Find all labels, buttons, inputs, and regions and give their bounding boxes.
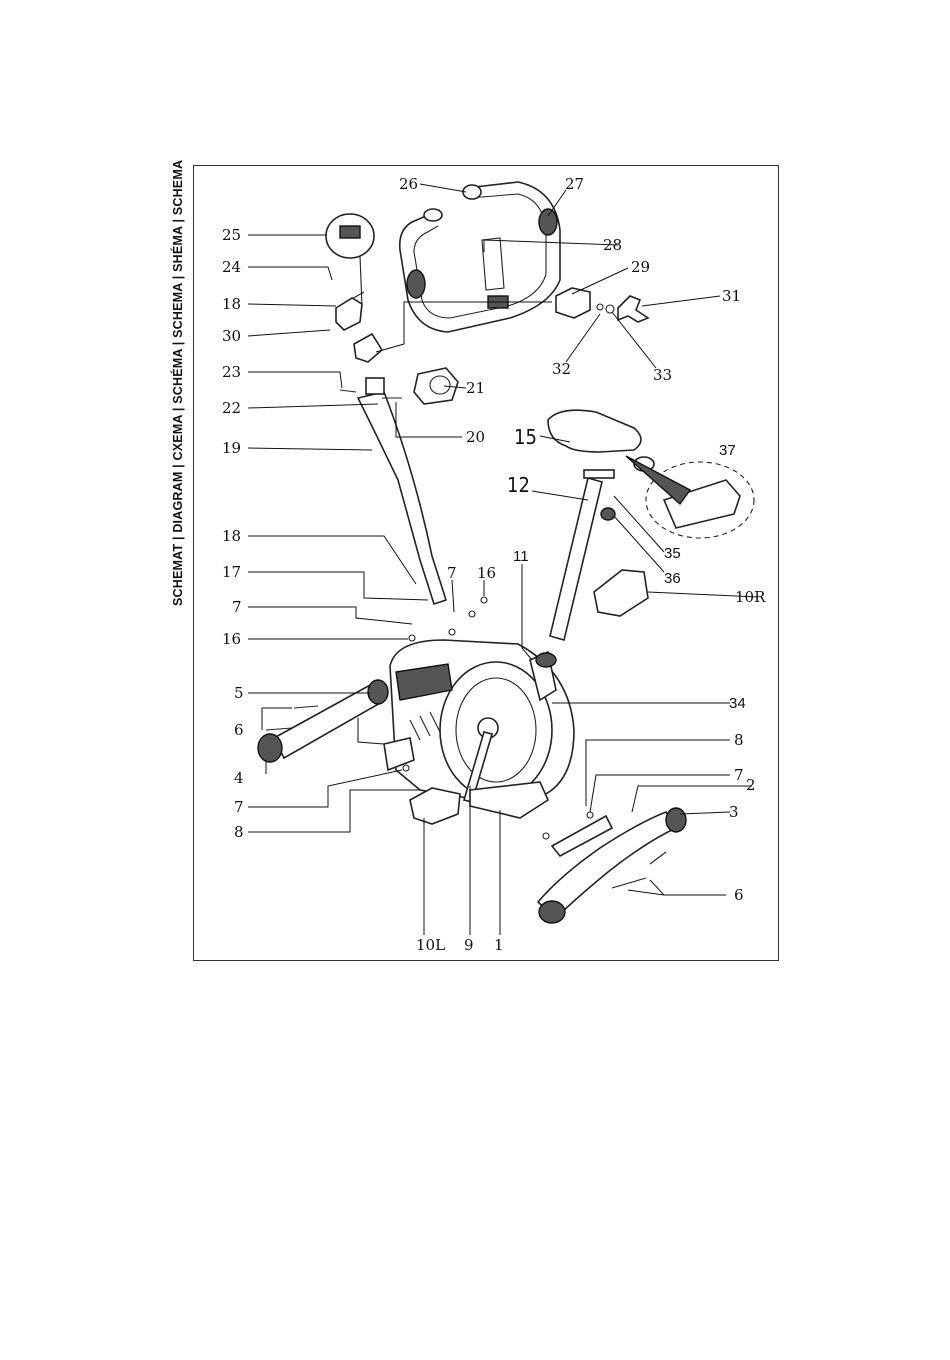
bolt-head	[409, 635, 415, 641]
stabilizer-cap-rear-b	[666, 808, 686, 832]
rear-bolt-a	[612, 878, 646, 888]
label-26: 26	[399, 175, 418, 193]
washer	[449, 629, 455, 635]
bolt	[294, 706, 318, 708]
label-34: 34	[729, 695, 746, 712]
label-6-rear: 6	[734, 886, 744, 904]
console-display	[340, 226, 360, 238]
post-plate	[366, 378, 384, 394]
stabilizer-cap-rear-a	[539, 901, 565, 923]
label-20: 20	[466, 428, 485, 446]
adjustment-block	[556, 288, 590, 318]
seat-tube-top	[536, 653, 556, 667]
hand-pulse-sensor-right	[539, 209, 557, 235]
label-4: 4	[234, 769, 244, 787]
label-10L: 10L	[416, 936, 445, 954]
label-23: 23	[222, 363, 241, 381]
stabilizer-cap-front-a	[258, 734, 282, 762]
washer-32	[597, 304, 603, 310]
console-bracket	[336, 298, 362, 330]
label-19: 19	[222, 439, 241, 457]
label-6-front: 6	[234, 721, 244, 739]
label-10R: 10R	[735, 588, 766, 606]
label-33: 33	[653, 366, 672, 384]
label-7-lower: 7	[234, 798, 244, 816]
label-37: 37	[719, 442, 736, 459]
label-8-lower: 8	[234, 823, 244, 841]
label-24: 24	[222, 258, 241, 276]
label-22: 22	[222, 399, 241, 417]
label-8-right: 8	[734, 731, 744, 749]
label-18-upper: 18	[222, 295, 241, 313]
label-16-upper: 16	[477, 564, 496, 582]
handlebar-clamp	[354, 334, 382, 362]
bushing-33	[606, 305, 614, 313]
label-9: 9	[464, 936, 474, 954]
label-35: 35	[664, 545, 681, 562]
label-28: 28	[603, 236, 622, 254]
label-32: 32	[552, 360, 571, 378]
label-36: 36	[664, 570, 681, 587]
star-knob	[618, 296, 648, 322]
label-2: 2	[746, 776, 756, 794]
label-17: 17	[222, 563, 241, 581]
label-29: 29	[631, 258, 650, 276]
handlebar-post	[358, 392, 446, 604]
bolt-23	[340, 390, 356, 392]
inset-pointer	[626, 456, 690, 504]
label-30: 30	[222, 327, 241, 345]
seat-post	[550, 478, 602, 640]
front-stabilizer	[274, 684, 382, 758]
pedal-right	[594, 570, 648, 616]
label-15: 15	[514, 425, 537, 449]
label-18-lower: 18	[222, 527, 241, 545]
label-16-left: 16	[222, 630, 241, 648]
bolt-head	[543, 833, 549, 839]
label-21: 21	[466, 379, 485, 397]
label-3: 3	[729, 803, 739, 821]
washer	[469, 611, 475, 617]
seat	[548, 410, 641, 452]
label-12: 12	[507, 473, 530, 497]
tension-knob	[414, 368, 458, 404]
label-27: 27	[565, 175, 584, 193]
hand-pulse-sensor-left	[407, 270, 425, 298]
seat-knob-36	[601, 508, 615, 520]
seat-slider	[584, 470, 614, 478]
pedal-left	[410, 788, 460, 824]
rear-bolt-b	[650, 852, 666, 864]
label-25: 25	[222, 226, 241, 244]
label-7-left: 7	[232, 598, 242, 616]
bolt-head	[481, 597, 487, 603]
label-7-upper: 7	[447, 564, 457, 582]
label-1: 1	[494, 936, 504, 954]
label-31: 31	[722, 287, 741, 305]
label-5: 5	[234, 684, 244, 702]
stabilizer-cap-front-b	[368, 680, 388, 704]
label-11: 11	[513, 548, 529, 565]
handlebar-end-left	[424, 209, 442, 221]
label-7-right: 7	[734, 766, 744, 784]
washer	[587, 812, 593, 818]
